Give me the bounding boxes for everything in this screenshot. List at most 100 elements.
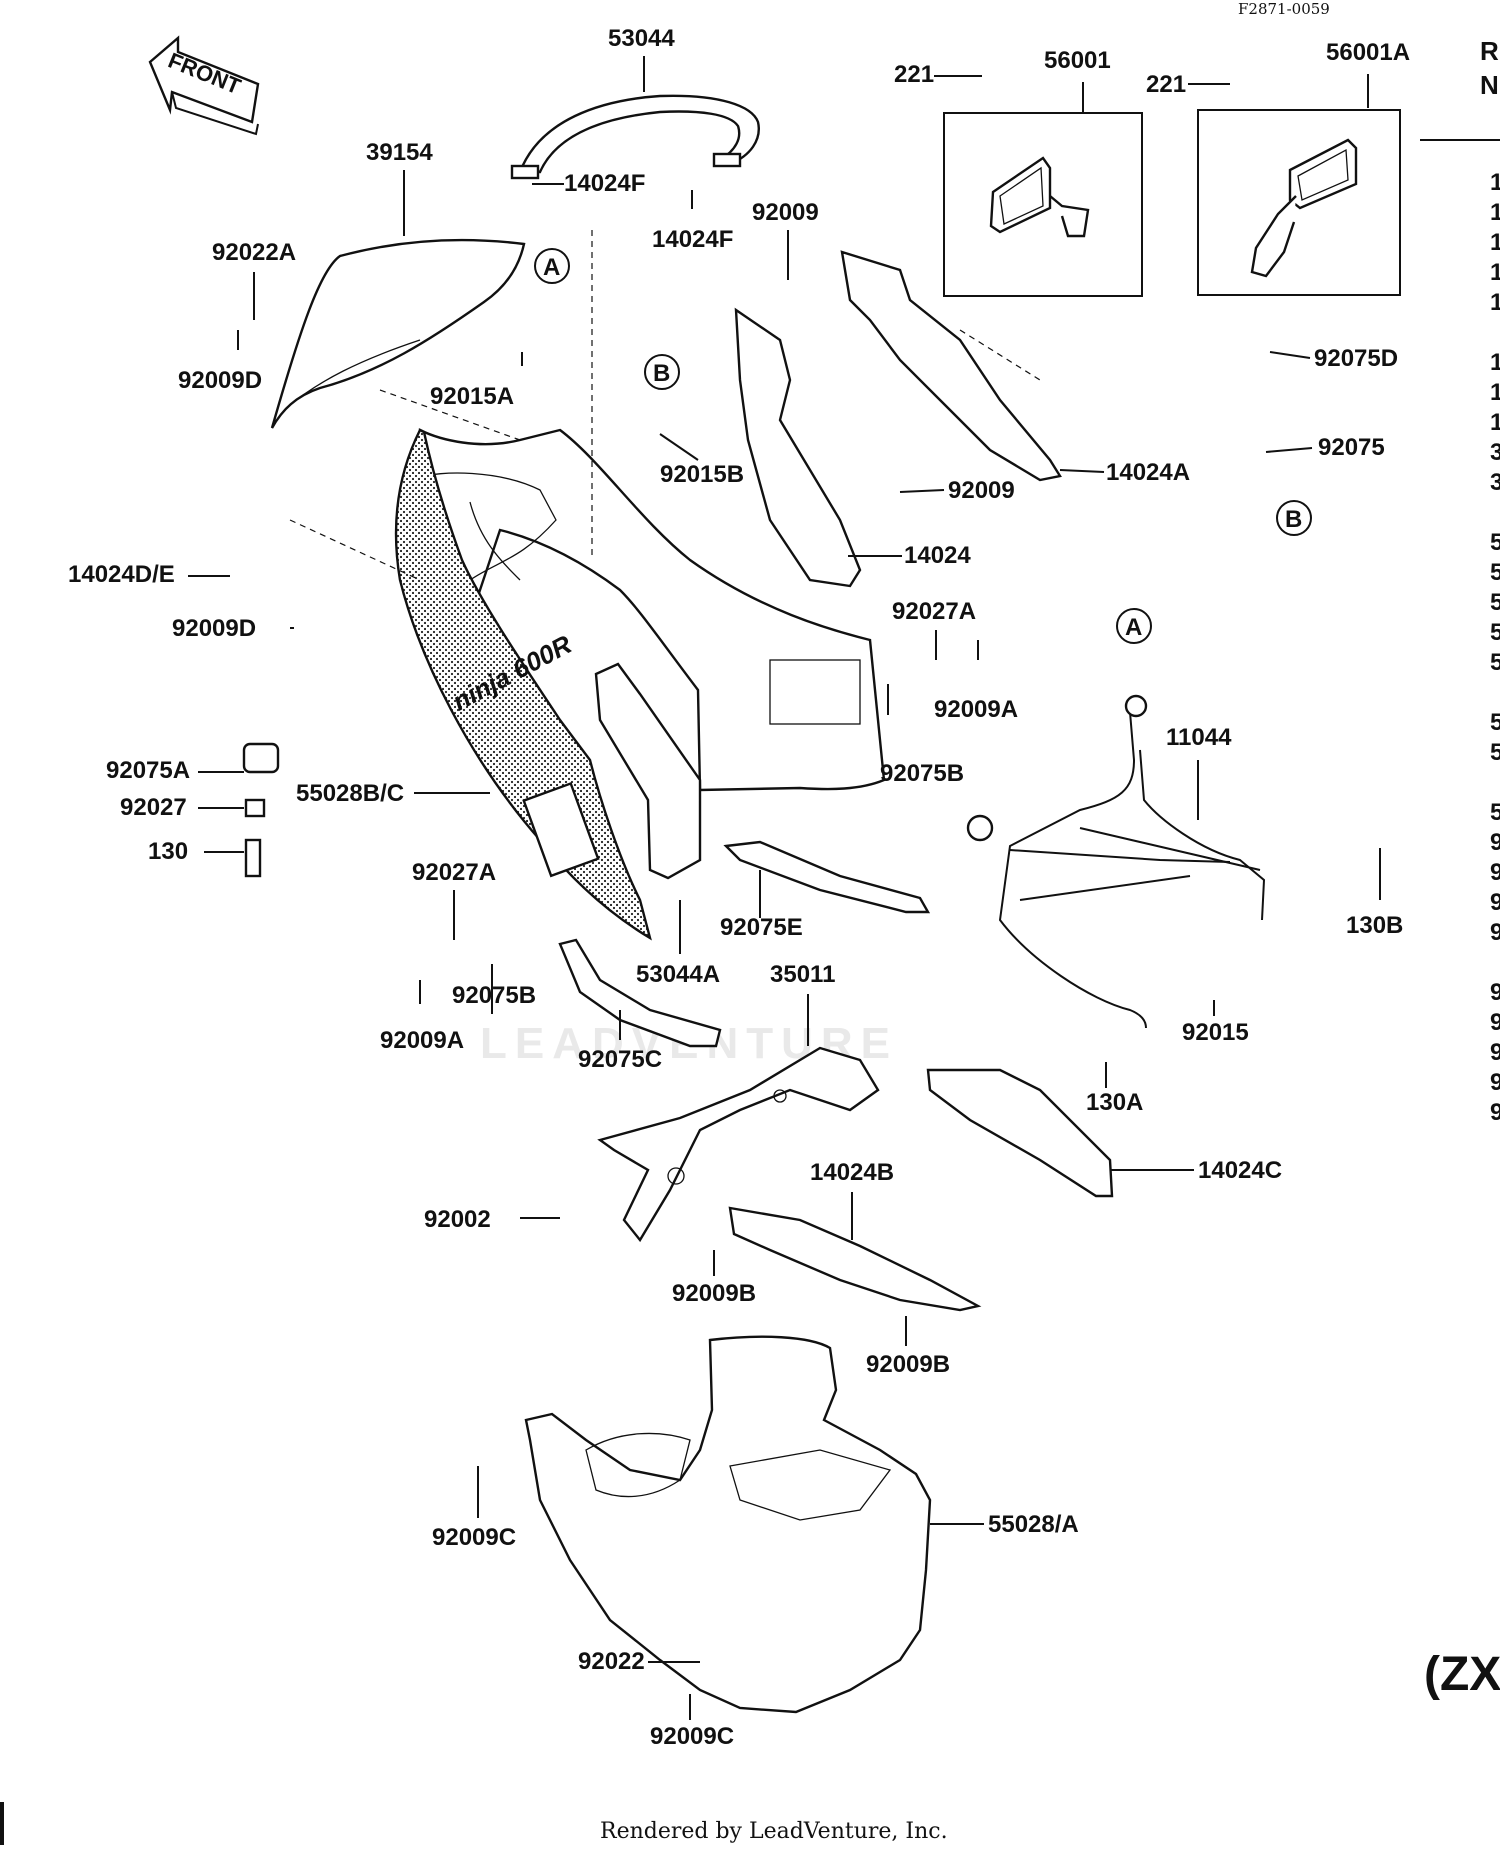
edge-column-text: 1	[1490, 289, 1500, 316]
cowl-stay-frame-part	[966, 694, 1266, 1029]
edge-column-text: 1	[1490, 349, 1500, 376]
part-label: 11044	[1166, 724, 1232, 751]
part-label: 56001A	[1326, 39, 1410, 66]
part-label: 92075B	[880, 760, 964, 787]
edge-column-text: 5	[1490, 619, 1500, 646]
part-label: 14024	[904, 542, 971, 569]
part-label: 92015	[1182, 1019, 1249, 1046]
part-label: 92075E	[720, 914, 803, 941]
edge-column-text: 5	[1490, 709, 1500, 736]
edge-column-text: 1	[1490, 409, 1500, 436]
part-label: 14024B	[810, 1159, 894, 1186]
edge-column-text: 5	[1490, 559, 1500, 586]
callout-letter: B	[1285, 506, 1302, 533]
footer-text: Rendered by LeadVenture, Inc.	[600, 1819, 948, 1844]
mirror-left-box	[943, 112, 1143, 297]
edge-column-text: 5	[1490, 589, 1500, 616]
edge-column-text: 9	[1490, 1099, 1500, 1126]
part-label: 92009A	[934, 696, 1018, 723]
part-label: 221	[1146, 71, 1186, 98]
edge-column-text: 9	[1490, 919, 1500, 946]
edge-column-text: 9	[1490, 829, 1500, 856]
bracket-92075C-part	[558, 938, 722, 1048]
part-label: 92009D	[172, 615, 256, 642]
leader-line	[1269, 351, 1311, 359]
part-label: 130A	[1086, 1089, 1143, 1116]
mirror-right-box	[1197, 109, 1401, 296]
edge-column-text: 5	[1490, 739, 1500, 766]
part-label: 14024F	[564, 170, 645, 197]
inner-panel-left-part	[734, 307, 862, 588]
grommet-92075A-part	[242, 742, 280, 774]
edge-column-text: 3	[1490, 439, 1500, 466]
edge-column-text: 1	[1490, 259, 1500, 286]
part-label: 92009C	[650, 1723, 734, 1750]
upper-cowl-part	[414, 428, 886, 792]
edge-column-text: 9	[1490, 889, 1500, 916]
part-label: 14024A	[1106, 459, 1190, 486]
part-label: 92027A	[412, 859, 496, 886]
edge-column-text: 5	[1490, 649, 1500, 676]
callout-letter: B	[653, 360, 670, 387]
part-label: 14024D/E	[68, 561, 175, 588]
part-label: 53044	[608, 25, 675, 52]
part-label: 221	[894, 61, 934, 88]
part-label: 53044A	[636, 961, 720, 988]
lower-cowl-part	[524, 1335, 932, 1714]
diagram-code: F2871-0059	[1238, 0, 1330, 18]
leader-line	[899, 489, 945, 493]
part-label: 92009C	[432, 1524, 516, 1551]
bolt-130-part	[244, 838, 262, 878]
part-label: 92009B	[672, 1280, 756, 1307]
lower-brace-part	[597, 1046, 880, 1243]
part-label: 92022	[578, 1648, 645, 1675]
part-label: 14024F	[652, 226, 733, 253]
part-label: 92002	[424, 1206, 491, 1233]
inner-panel-right-part	[840, 250, 1062, 482]
part-label: 92075B	[452, 982, 536, 1009]
part-label: 92027	[120, 794, 187, 821]
edge-column-text: 9	[1490, 859, 1500, 886]
edge-column-text: 5	[1490, 799, 1500, 826]
panel-14024B-part	[728, 1206, 982, 1312]
part-label: 55028/A	[988, 1511, 1079, 1538]
part-label: 92075C	[578, 1046, 662, 1073]
mirror-right	[1250, 138, 1358, 278]
part-label: 39154	[366, 139, 433, 166]
edge-column-text: 9	[1490, 979, 1500, 1006]
panel-14024C-part	[926, 1068, 1114, 1198]
callout-a: A	[534, 248, 570, 284]
part-label: 92015B	[660, 461, 744, 488]
part-label: 35011	[770, 961, 835, 988]
edge-header-text: N	[1480, 70, 1499, 100]
edge-column-text: 1	[1490, 379, 1500, 406]
edge-column-text: 9	[1490, 1039, 1500, 1066]
part-label: 92009	[752, 199, 819, 226]
part-label: 55028B/C	[296, 780, 404, 807]
part-label: 92009A	[380, 1027, 464, 1054]
part-label: 92075D	[1314, 345, 1398, 372]
edge-column-text: 9	[1490, 1069, 1500, 1096]
front-arrow-icon: FRONT	[148, 35, 260, 136]
mirror-left	[989, 156, 1090, 238]
callouts: A A B B	[534, 248, 1312, 644]
edge-column-text: 1	[1490, 199, 1500, 226]
edge-header-text: R	[1480, 36, 1499, 66]
callout-a: A	[1116, 608, 1152, 644]
edge-column-text: 1	[1490, 229, 1500, 256]
part-label: 92009	[948, 477, 1015, 504]
edge-column-text: 5	[1490, 529, 1500, 556]
part-label: 92009D	[178, 367, 262, 394]
leader-lines	[188, 56, 1381, 1720]
leader-line	[659, 433, 699, 461]
windscreen-part	[270, 238, 526, 429]
left-edge-mark	[0, 1802, 4, 1845]
collar-92027-part	[244, 798, 266, 818]
part-label: 92022A	[212, 239, 296, 266]
edge-column-text: 3	[1490, 469, 1500, 496]
model-suffix: (ZX	[1424, 1648, 1500, 1701]
